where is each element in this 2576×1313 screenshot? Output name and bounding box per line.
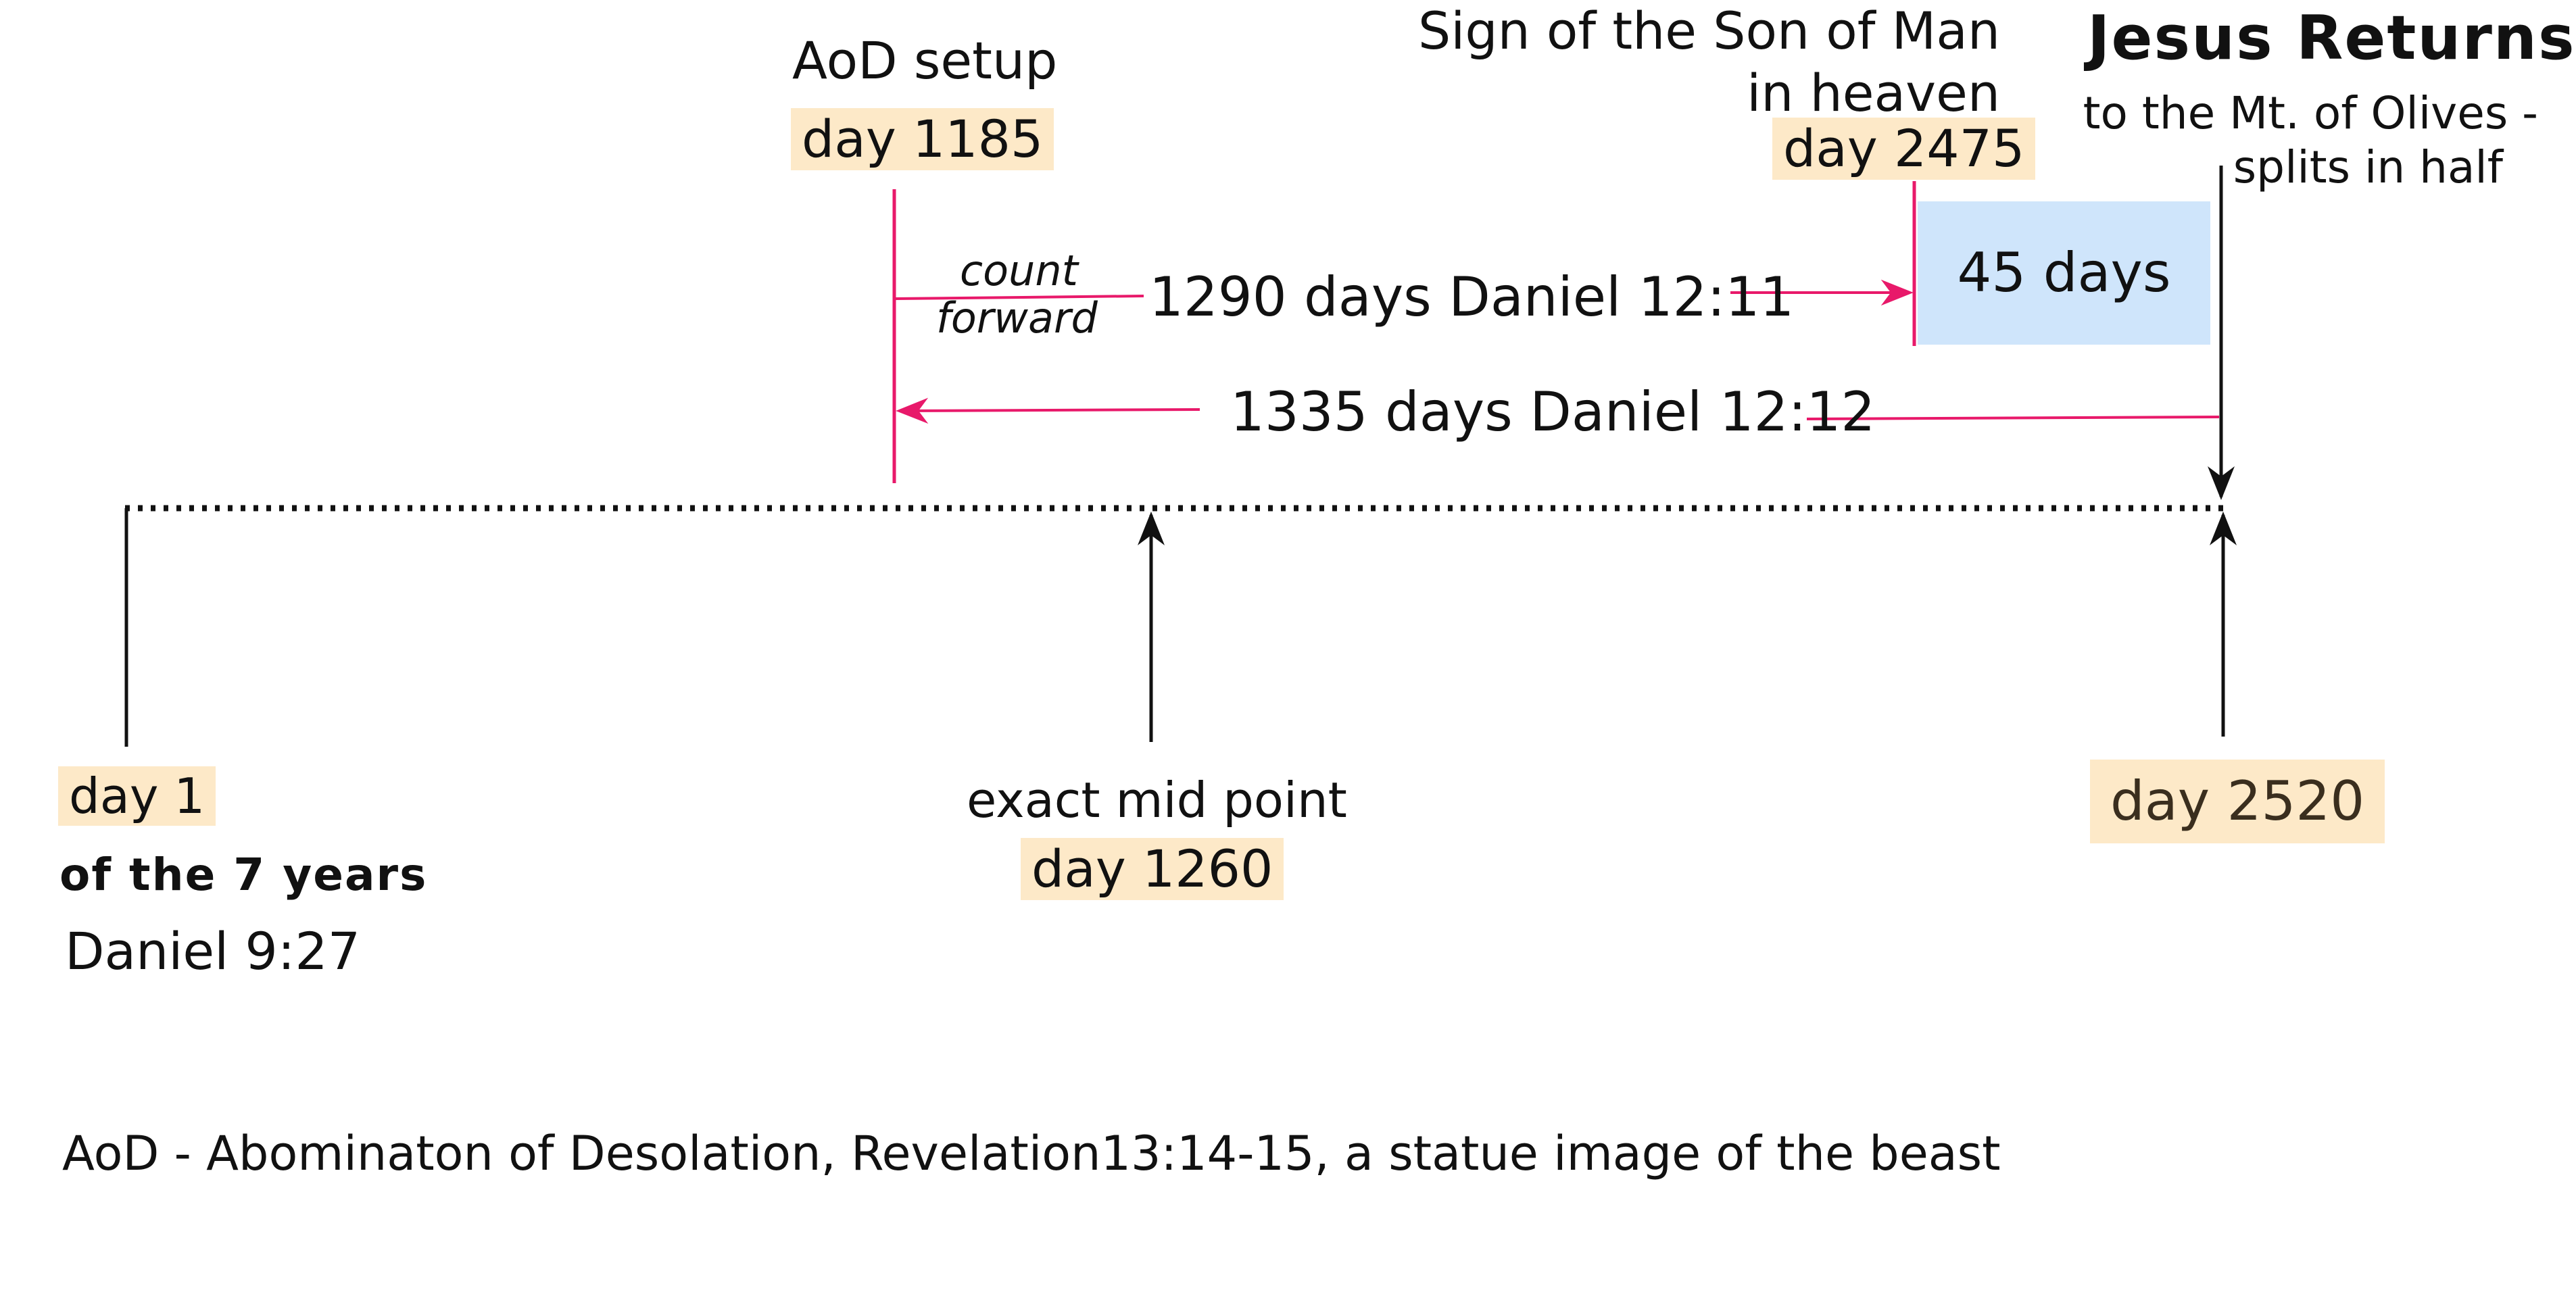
end-day-badge: day 2520	[2090, 760, 2385, 843]
span-1290-line-left	[895, 295, 1144, 300]
day1-reference: Daniel 9:27	[65, 921, 361, 981]
sign-label-line1: Sign of the Son of Man	[1417, 1, 2000, 61]
jesus-returns-line2: splits in half	[2233, 141, 2503, 193]
count-label: count	[960, 246, 1078, 295]
aod-setup-label: AoD setup	[792, 30, 1058, 91]
midpoint-day-badge: day 1260	[1021, 838, 1284, 900]
day1-subtitle: of the 7 years	[59, 849, 428, 901]
aod-day-badge: day 1185	[791, 108, 1054, 170]
day1-badge: day 1	[58, 766, 216, 826]
sign-label-line2: in heaven	[1747, 63, 2000, 123]
jesus-returns-line1: to the Mt. of Olives -	[2083, 87, 2538, 139]
jesus-returns-title: Jesus Returns	[2087, 3, 2576, 74]
sign-day-badge: day 2475	[1772, 118, 2036, 180]
midpoint-label: exact mid point	[967, 772, 1347, 828]
span-45-label: 45 days	[1957, 241, 2171, 304]
forward-label: forward	[936, 293, 1098, 343]
span-1335-label: 1335 days Daniel 12:12	[1230, 380, 1876, 443]
span-1335-arrow	[896, 397, 1200, 424]
forty-five-days-box: 45 days	[1918, 201, 2210, 345]
footnote: AoD - Abominaton of Desolation, Revelati…	[62, 1126, 2001, 1181]
span-1335-line-right	[1806, 416, 2220, 420]
span-1290-label: 1290 days Daniel 12:11	[1149, 266, 1795, 328]
